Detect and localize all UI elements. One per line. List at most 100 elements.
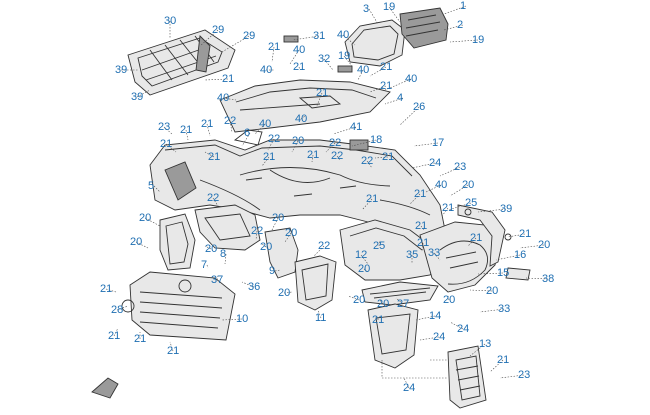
left-footwell: [194, 204, 299, 279]
callout-number: 9: [269, 265, 275, 277]
leader-line: [447, 202, 472, 211]
callout-number: 11: [315, 312, 326, 324]
leader-line: [360, 254, 369, 265]
leader-line: [519, 244, 545, 249]
callout-number: 20: [538, 239, 550, 251]
callout-number: 20: [462, 179, 474, 191]
callout-number: 19: [472, 34, 484, 46]
leader-line: [403, 377, 410, 389]
callout-number: 25: [373, 240, 385, 252]
leader-line: [342, 34, 356, 46]
callout-number: 40: [295, 113, 307, 125]
leader-line: [254, 123, 266, 135]
callout-number: 23: [158, 121, 170, 133]
callout-number: 21: [380, 61, 392, 73]
callout-number: 21: [497, 354, 509, 366]
callout-number: 3: [363, 3, 369, 15]
leader-line: [221, 318, 243, 321]
leader-line: [241, 281, 255, 288]
leader-line: [300, 115, 306, 120]
front-grille: [121, 271, 236, 341]
leader-line: [374, 156, 389, 159]
callout-number: 17: [432, 137, 444, 149]
callout-number: 41: [350, 121, 362, 133]
callout-number: 40: [293, 44, 305, 56]
leader-line: [449, 321, 464, 330]
callout-number: 21: [307, 149, 319, 161]
callout-number: 40: [260, 64, 272, 76]
leader-line: [368, 8, 379, 25]
undertray: [361, 281, 439, 306]
leader-line: [420, 225, 425, 231]
callout-number: 21: [316, 87, 328, 99]
leader-line: [204, 245, 212, 250]
callout-number: 21: [263, 151, 275, 163]
leader-line: [411, 162, 436, 169]
leader-line: [199, 29, 219, 47]
leader-line: [415, 315, 436, 321]
callout-number: 16: [514, 249, 526, 261]
callout-number: 4: [397, 92, 403, 104]
callout-number: 21: [180, 124, 192, 136]
callout-number: 19: [338, 50, 350, 62]
leader-line: [271, 217, 279, 231]
leader-line: [267, 138, 275, 151]
leader-line: [477, 272, 504, 275]
leader-line: [378, 239, 381, 247]
leader-line: [447, 295, 450, 301]
callout-number: 20: [260, 241, 272, 253]
leader-line: [315, 92, 323, 109]
callout-number: 20: [130, 236, 142, 248]
leader-line: [153, 185, 161, 193]
callout-number: 38: [542, 273, 554, 285]
callout-number: 20: [486, 285, 498, 297]
callout-number: 21: [134, 333, 146, 345]
callout-number: 36: [248, 281, 260, 293]
leader-line: [261, 243, 267, 248]
small-bracket: [91, 377, 119, 399]
callout-number: 23: [454, 161, 466, 173]
leader-line: [222, 97, 237, 101]
callout-number: 24: [429, 157, 441, 169]
leader-line: [116, 305, 129, 311]
leader-line: [384, 97, 404, 105]
leader-line: [363, 268, 369, 273]
leader-line: [443, 5, 467, 15]
callout-number: 6: [244, 127, 250, 139]
callout-number: 33: [498, 303, 510, 315]
callout-number: 39: [115, 64, 127, 76]
callout-number: 32: [318, 53, 330, 65]
leader-line: [241, 132, 251, 147]
leader-line: [467, 237, 477, 247]
callout-number: 20: [272, 212, 284, 224]
leader-line: [261, 156, 270, 167]
leader-line: [361, 198, 373, 211]
leader-line: [113, 327, 119, 337]
callout-number: 20: [278, 287, 290, 299]
leader-line: [499, 374, 525, 379]
leader-line: [332, 126, 357, 135]
callout-number: 40: [405, 73, 417, 85]
leader-line: [469, 343, 486, 357]
callout-number: 24: [403, 382, 415, 394]
callout-number: 22: [331, 150, 343, 162]
leader-line: [311, 154, 314, 163]
callout-number: 22: [268, 133, 280, 145]
callout-number: 1: [460, 0, 466, 12]
callout-number: 21: [470, 232, 482, 244]
leader-line: [409, 193, 421, 205]
callout-number: 40: [435, 179, 447, 191]
callout-number: 18: [370, 134, 382, 146]
leader-line: [347, 295, 360, 301]
callout-number: 21: [414, 188, 426, 200]
callout-number: 40: [217, 92, 229, 104]
leader-line: [525, 277, 549, 280]
leader-line: [469, 289, 493, 292]
callout-number: 39: [131, 91, 143, 103]
callout-number: 39: [500, 203, 512, 215]
leader-line: [399, 106, 420, 126]
leader-line: [292, 35, 320, 41]
callout-number: 21: [100, 283, 112, 295]
callout-number: 10: [236, 313, 248, 325]
leader-line: [274, 269, 281, 272]
